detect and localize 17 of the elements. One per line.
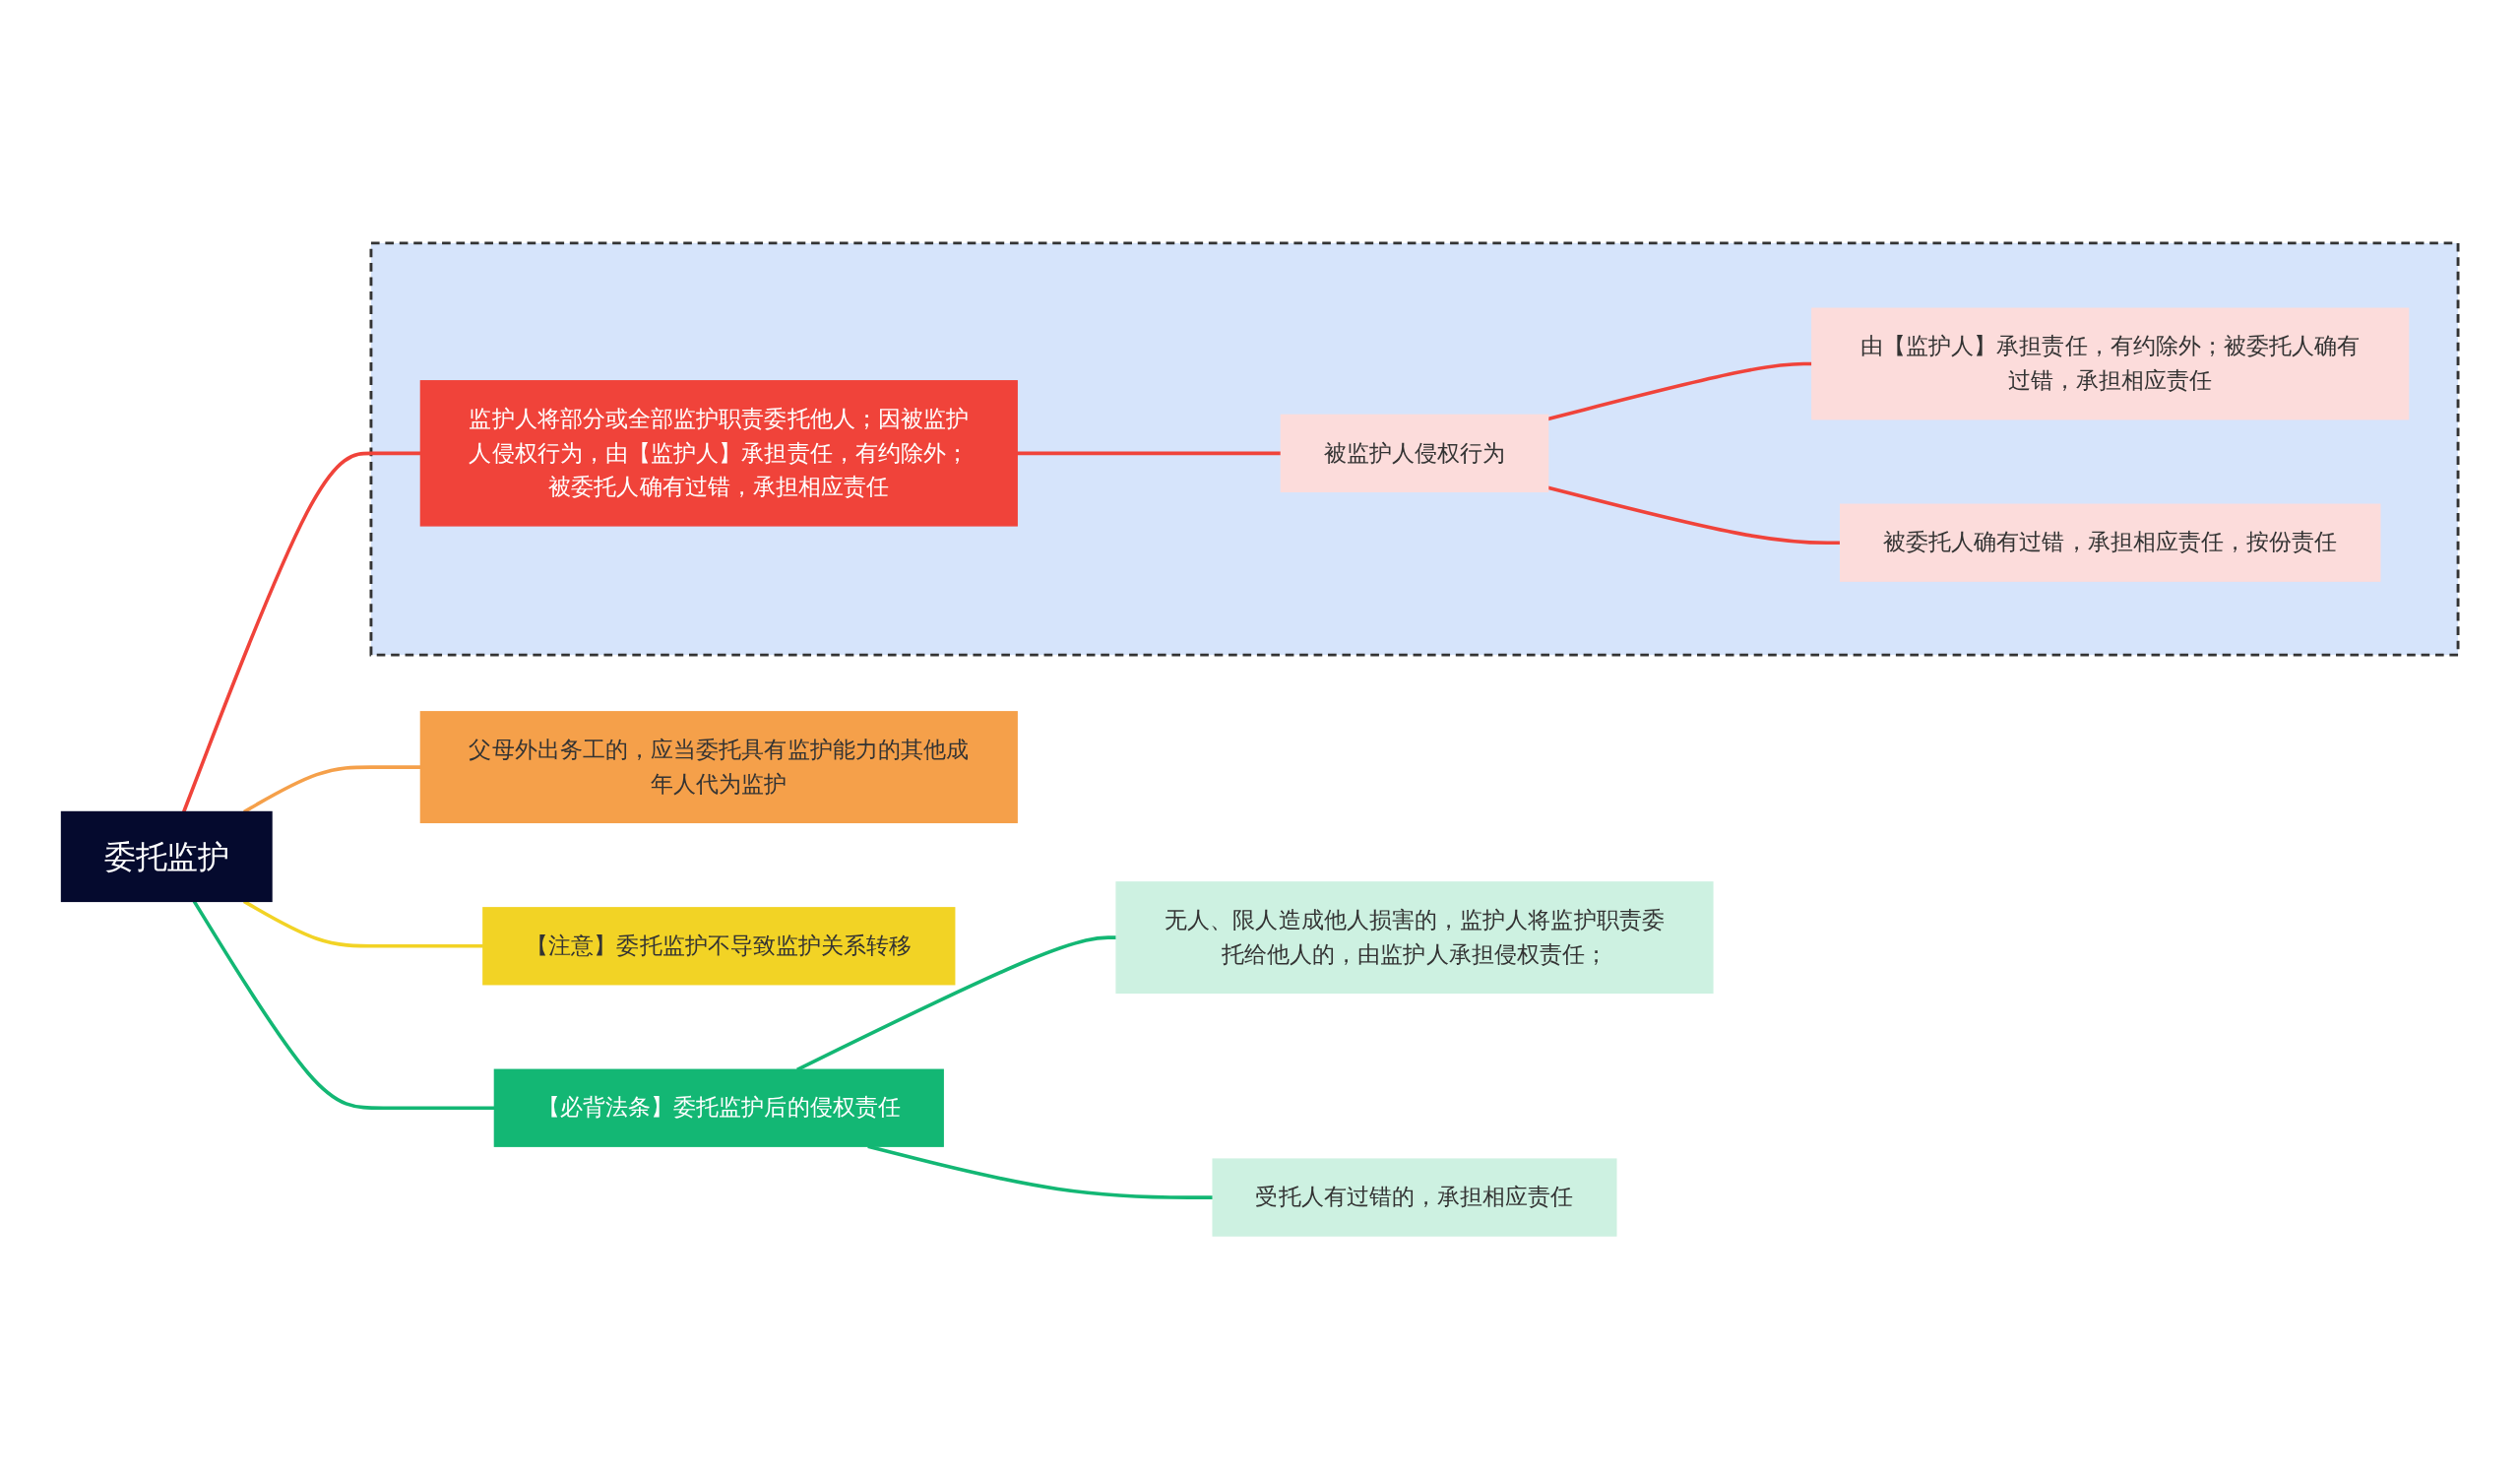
cluster	[369, 241, 2460, 657]
connector	[1547, 361, 1813, 421]
node-box: 由【监护人】承担责任，有约除外；被委托人确有过错，承担相应责任	[1811, 307, 2410, 420]
connector	[1547, 485, 1841, 546]
node-box: 委托监护	[61, 810, 273, 903]
node-box: 【必背法条】委托监护后的侵权责任	[493, 1068, 945, 1147]
node-box: 受托人有过错的，承担相应责任	[1212, 1158, 1617, 1237]
node-box: 父母外出务工的，应当委托具有监护能力的其他成年人代为监护	[419, 711, 1019, 824]
node-box: 无人、限人造成他人损害的，监护人将监护职责委托给他人的，由监护人承担侵权责任；	[1115, 881, 1714, 995]
node-box: 监护人将部分或全部监护职责委托他人；因被监护人侵权行为，由【监护人】承担责任，有约除外；被委托人确有过错，承担相应责任	[419, 380, 1019, 527]
node-box: 被委托人确有过错，承担相应责任，按份责任	[1840, 503, 2381, 582]
node-box: 被监护人侵权行为	[1280, 414, 1549, 493]
connector	[1017, 451, 1282, 456]
connector	[192, 900, 495, 1111]
connector	[796, 935, 1117, 1071]
connector	[182, 451, 421, 813]
node-box: 【注意】委托监护不导致监护关系转移	[482, 907, 956, 986]
